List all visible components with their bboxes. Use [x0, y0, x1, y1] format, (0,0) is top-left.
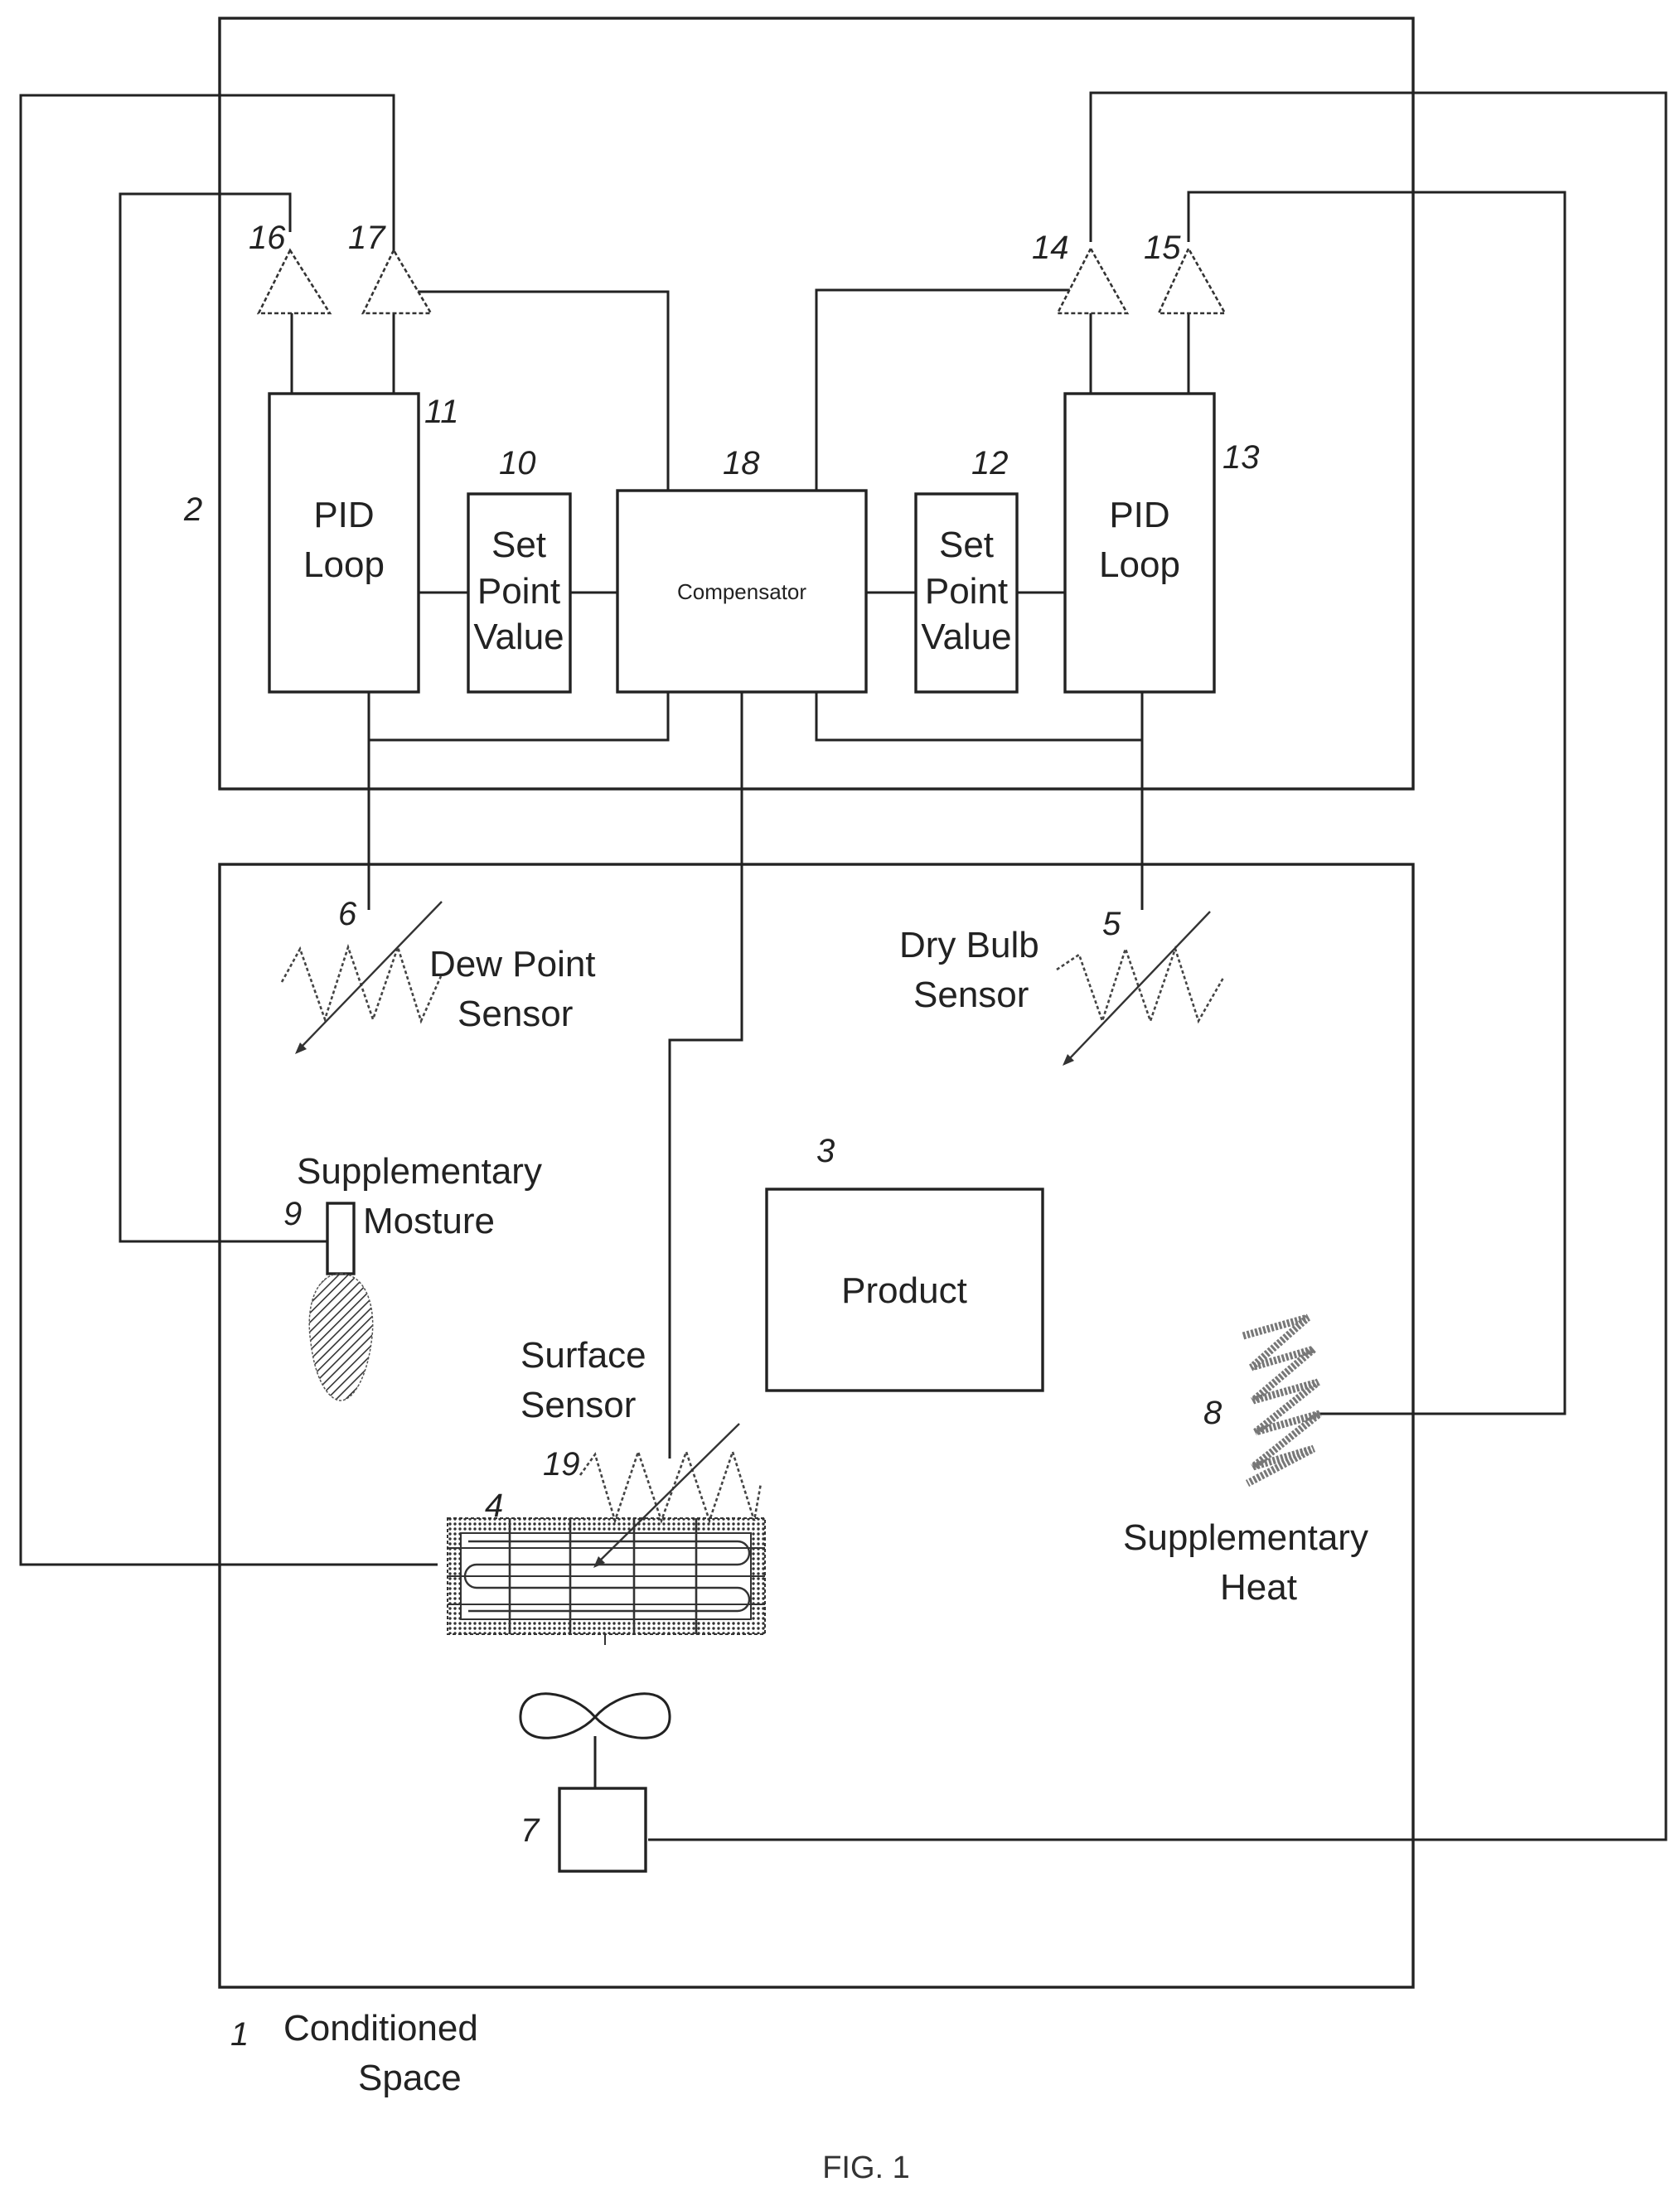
ref-11: 11 [424, 394, 459, 430]
pid-left-line2: Loop [303, 544, 385, 585]
dry-bulb-line1: Dry Bulb [899, 925, 1039, 965]
setpoint-left-line2: Point [477, 571, 560, 612]
moisture-line1: Supplementary [297, 1151, 542, 1192]
ref-5: 5 [1102, 906, 1121, 942]
amplifier-16 [259, 250, 330, 313]
pid-left-line1: PID [313, 495, 374, 535]
cooling-coil [448, 1518, 765, 1645]
setpoint-right-line3: Value [921, 617, 1011, 657]
heat-line2: Heat [1220, 1567, 1297, 1608]
conditioned-space-enclosure [220, 864, 1413, 1987]
conditioned-space-line1: Conditioned [283, 2008, 478, 2049]
moisture-line2: Mosture [363, 1201, 495, 1241]
dew-point-line1: Dew Point [429, 944, 596, 984]
ref-10: 10 [499, 445, 536, 481]
pid-right-line2: Loop [1099, 544, 1180, 585]
ref-14: 14 [1032, 230, 1069, 266]
ref-3: 3 [816, 1133, 835, 1169]
ref-6: 6 [338, 896, 357, 932]
dry-bulb-sensor [1057, 912, 1223, 1066]
surface-sensor [580, 1452, 761, 1521]
ref-15: 15 [1144, 230, 1181, 266]
ref-13: 13 [1222, 439, 1260, 476]
compensator-label: Compensator [677, 579, 806, 604]
ref-7: 7 [520, 1812, 540, 1849]
pid-loop-left [269, 394, 419, 692]
ref-9: 9 [283, 1196, 302, 1232]
ref-16: 16 [249, 220, 286, 256]
ref-19: 19 [543, 1446, 580, 1483]
pid-loop-right [1065, 394, 1214, 692]
ref-8: 8 [1203, 1395, 1222, 1431]
surface-sensor-line1: Surface [520, 1335, 646, 1376]
heat-line1: Supplementary [1123, 1517, 1368, 1558]
supplementary-heat [1243, 1318, 1319, 1483]
pid-right-line1: PID [1109, 495, 1169, 535]
dry-bulb-line2: Sensor [913, 975, 1029, 1015]
ref-17: 17 [348, 220, 386, 256]
setpoint-right-line1: Set [939, 525, 994, 565]
setpoint-left-line3: Value [473, 617, 564, 657]
dew-point-sensor [282, 902, 442, 1054]
figure-caption: FIG. 1 [822, 2150, 910, 2185]
surface-sensor-line2: Sensor [520, 1385, 636, 1425]
amplifier-17 [363, 250, 431, 313]
ref-12: 12 [971, 445, 1009, 481]
product-label: Product [841, 1270, 967, 1311]
ref-2: 2 [183, 491, 202, 528]
wiring [21, 93, 1666, 1840]
ref-1: 1 [230, 2016, 249, 2053]
setpoint-right-line2: Point [925, 571, 1008, 612]
setpoint-left-line1: Set [491, 525, 546, 565]
conditioned-space-line2: Space [358, 2058, 462, 2098]
ref-18: 18 [723, 445, 760, 481]
dew-point-line2: Sensor [458, 994, 573, 1034]
